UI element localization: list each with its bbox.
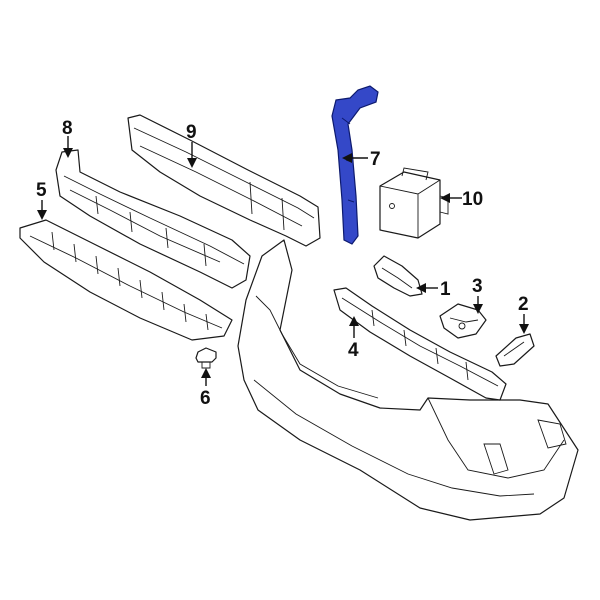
bumper-cover[interactable]	[237, 239, 579, 521]
callout-10: 10	[462, 189, 483, 210]
part-9-reinforcement-beam[interactable]	[127, 114, 321, 247]
part-8-impact-absorber[interactable]	[55, 149, 251, 289]
callout-8: 8	[62, 118, 73, 139]
callout-3: 3	[472, 276, 483, 297]
callouts: 9 8 5 7 10 1 3 2 4 6	[36, 118, 529, 409]
callout-4: 4	[348, 340, 359, 361]
part-4-bracket[interactable]	[333, 287, 507, 401]
leader-lines	[37, 136, 529, 386]
part-6-push-clip[interactable]	[195, 347, 217, 369]
part-5-deflector[interactable]	[19, 219, 233, 341]
callout-7: 7	[370, 149, 381, 170]
part-2-side-bracket[interactable]	[495, 333, 535, 367]
callout-5: 5	[36, 180, 47, 201]
callout-1: 1	[440, 279, 451, 300]
part-1-guide-bracket[interactable]	[373, 255, 423, 297]
callout-6: 6	[200, 388, 211, 409]
callout-2: 2	[518, 294, 529, 315]
part-3-small-bracket[interactable]	[439, 303, 487, 339]
part-10-control-module[interactable]	[379, 167, 449, 239]
callout-9: 9	[186, 122, 197, 143]
